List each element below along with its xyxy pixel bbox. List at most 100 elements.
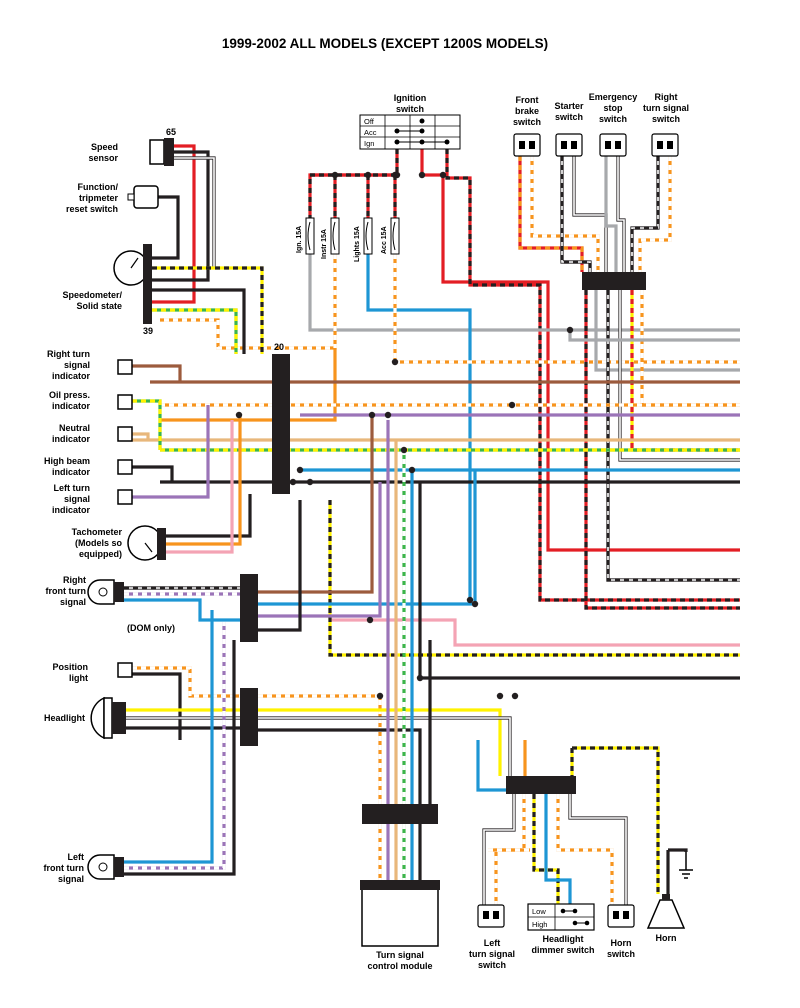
svg-text:Oil press.indicator: Oil press.indicator bbox=[49, 390, 91, 411]
wire-56 bbox=[258, 415, 374, 594]
wire-95 bbox=[668, 848, 688, 852]
wire-41 bbox=[152, 195, 180, 260]
dom-only-label: (DOM only) bbox=[127, 623, 175, 633]
dimmer-high: High bbox=[532, 920, 547, 929]
wire-23 bbox=[606, 290, 740, 582]
wire-93 bbox=[572, 746, 660, 894]
wire-47 bbox=[132, 432, 150, 440]
right-turn-indicator-label: Right turn bbox=[47, 349, 90, 359]
svg-text:Acc 15A: Acc 15A bbox=[381, 226, 388, 254]
splice-dot bbox=[306, 478, 314, 486]
splice-dot bbox=[508, 401, 516, 409]
wire-3 bbox=[445, 149, 740, 602]
front-connector-upper bbox=[240, 574, 258, 642]
wire-88 bbox=[556, 794, 614, 905]
wire-55 bbox=[124, 598, 240, 622]
svg-text:Lights 15A: Lights 15A bbox=[354, 226, 361, 262]
front-connector-lower bbox=[240, 688, 258, 746]
wire-43 bbox=[152, 288, 246, 354]
wire-14 bbox=[530, 156, 600, 272]
wire-52 bbox=[166, 420, 234, 554]
wire-50 bbox=[166, 494, 252, 538]
wire-27 bbox=[568, 330, 740, 342]
splice-dot bbox=[391, 358, 399, 366]
fuse-lights: Lights 15A bbox=[354, 217, 373, 262]
wire-46 bbox=[132, 399, 162, 450]
wire-67 bbox=[258, 716, 512, 776]
splice-dot bbox=[296, 466, 304, 474]
wire-44 bbox=[152, 308, 238, 354]
horn: Horn bbox=[646, 894, 686, 943]
wire-59 bbox=[258, 500, 302, 632]
wire-58 bbox=[258, 482, 382, 618]
wire-39 bbox=[152, 150, 210, 282]
wire-harness bbox=[124, 144, 740, 905]
starter-label: Starter bbox=[554, 101, 584, 111]
splice-dot bbox=[466, 596, 474, 604]
wire-20 bbox=[638, 156, 672, 272]
right-turn-switch-label: Right bbox=[655, 92, 678, 102]
main-connector-20 bbox=[272, 354, 290, 494]
wire-18 bbox=[616, 156, 626, 272]
headlight-label: Headlight bbox=[44, 713, 85, 723]
wire-65 bbox=[258, 694, 382, 804]
splice-dot bbox=[418, 171, 426, 179]
wire-87 bbox=[544, 794, 572, 904]
splice-dot bbox=[368, 411, 376, 419]
tachometer-label: Tachometer bbox=[72, 527, 123, 537]
wire-22 bbox=[594, 290, 740, 372]
right-front-turn-label: Right bbox=[63, 575, 86, 585]
headlight: Headlight bbox=[44, 696, 126, 740]
wire-24 bbox=[618, 290, 740, 462]
svg-text:Ign. 15A: Ign. 15A bbox=[296, 226, 303, 253]
turn-module-connector bbox=[362, 804, 438, 824]
left-turn-switch-label: Left bbox=[484, 938, 501, 948]
fuse-instr: Instr 15A bbox=[321, 217, 340, 259]
connector-39-label: 39 bbox=[143, 326, 153, 336]
wire-45 bbox=[132, 364, 182, 382]
wire-42 bbox=[152, 266, 264, 354]
wire-51 bbox=[166, 415, 242, 546]
function-switch-label: Function/ bbox=[78, 182, 119, 192]
fuse-ign: Ign. 15A bbox=[296, 217, 315, 255]
wire-13 bbox=[518, 156, 584, 272]
svg-text:Speedometer/Solid state: Speedometer/Solid state bbox=[62, 290, 122, 311]
splice-dot bbox=[511, 692, 519, 700]
connector-65-label: 65 bbox=[166, 127, 176, 137]
wire-40 bbox=[174, 156, 216, 268]
horn-label: Horn bbox=[656, 933, 677, 943]
wire-17 bbox=[604, 156, 618, 272]
splice-dot bbox=[331, 171, 339, 179]
ignition-acc: Acc bbox=[364, 128, 377, 137]
wire-60 bbox=[132, 666, 240, 698]
wire-68 bbox=[258, 728, 422, 804]
oil-pressure-indicator: Oil press.indicator bbox=[49, 390, 133, 411]
splice-dot bbox=[364, 171, 372, 179]
diagram-title: 1999-2002 ALL MODELS (EXCEPT 1200S MODEL… bbox=[222, 36, 548, 51]
wire-38 bbox=[152, 144, 196, 304]
ignition-switch-label: Ignition bbox=[394, 93, 427, 103]
position-light-label: Position bbox=[53, 662, 89, 672]
wire-15 bbox=[560, 156, 592, 272]
high-beam-label: High beam bbox=[44, 456, 90, 466]
